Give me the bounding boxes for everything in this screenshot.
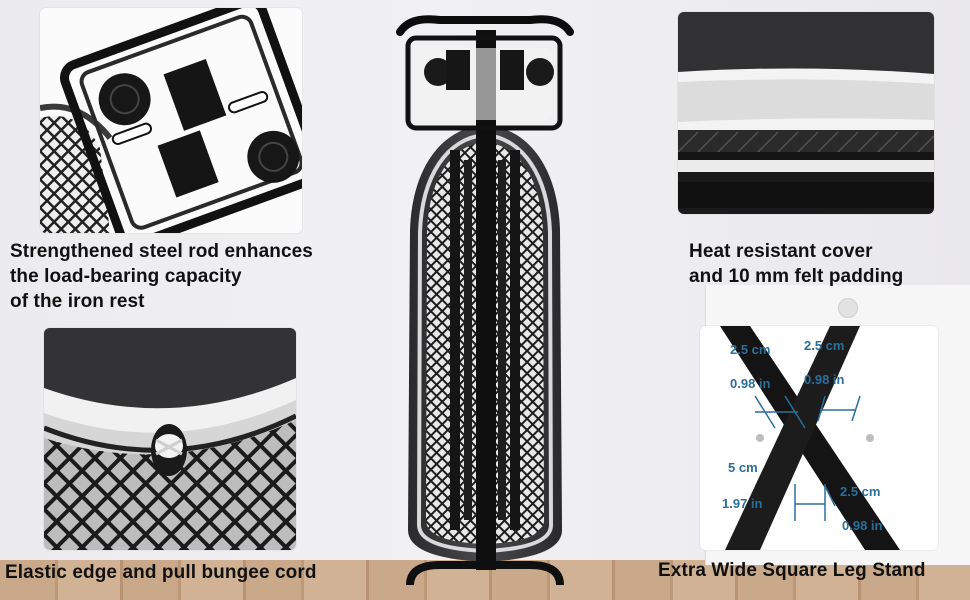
caption-top-right-line-1: Heat resistant cover xyxy=(689,241,873,262)
dim-bottom-right-in: 0.98 in xyxy=(842,518,883,533)
leg-stand-closeup-image xyxy=(700,326,938,550)
caption-bottom-right-text: Extra Wide Square Leg Stand xyxy=(658,560,926,581)
dim-top-right-in: 0.98 in xyxy=(804,372,845,387)
washer-knob xyxy=(838,298,858,318)
panel-leg-stand-closeup: 2.5 cm 0.98 in 2.5 cm 0.98 in 5 cm 1.97 … xyxy=(700,326,938,550)
caption-top-left-line-1: Strengthened steel rod enhances xyxy=(10,241,313,262)
caption-bottom-right: Extra Wide Square Leg Stand xyxy=(658,558,926,583)
caption-top-left-line-3: of the iron rest xyxy=(10,291,145,312)
dim-top-left-in: 0.98 in xyxy=(730,376,771,391)
elastic-edge-closeup-image xyxy=(44,328,296,550)
dim-top-left-cm: 2.5 cm xyxy=(730,342,771,357)
panel-elastic-edge-closeup xyxy=(44,328,296,550)
iron-rest-closeup-image xyxy=(40,8,302,233)
ironing-board-product xyxy=(396,15,574,586)
center-rod xyxy=(476,30,496,550)
caption-top-left-line-2: the load-bearing capacity xyxy=(10,266,242,287)
caption-top-left: Strengthened steel rod enhances the load… xyxy=(10,239,313,314)
cover-padding-closeup-image xyxy=(678,12,934,214)
dim-top-right-cm: 2.5 cm xyxy=(804,338,845,353)
panel-cover-padding-closeup xyxy=(678,12,934,214)
caption-top-right: Heat resistant cover and 10 mm felt padd… xyxy=(689,239,903,289)
iron-rest xyxy=(405,35,563,131)
iron-rest-handle xyxy=(396,15,574,36)
caption-bottom-left-text: Elastic edge and pull bungee cord xyxy=(5,562,317,583)
dim-middle-cm: 5 cm xyxy=(728,460,758,475)
caption-top-right-line-2: and 10 mm felt padding xyxy=(689,266,904,287)
dim-bottom-right-cm: 2.5 cm xyxy=(840,484,881,499)
caption-bottom-left: Elastic edge and pull bungee cord xyxy=(5,560,317,585)
panel-iron-rest-closeup xyxy=(40,8,302,233)
dim-middle-in: 1.97 in xyxy=(722,496,763,511)
